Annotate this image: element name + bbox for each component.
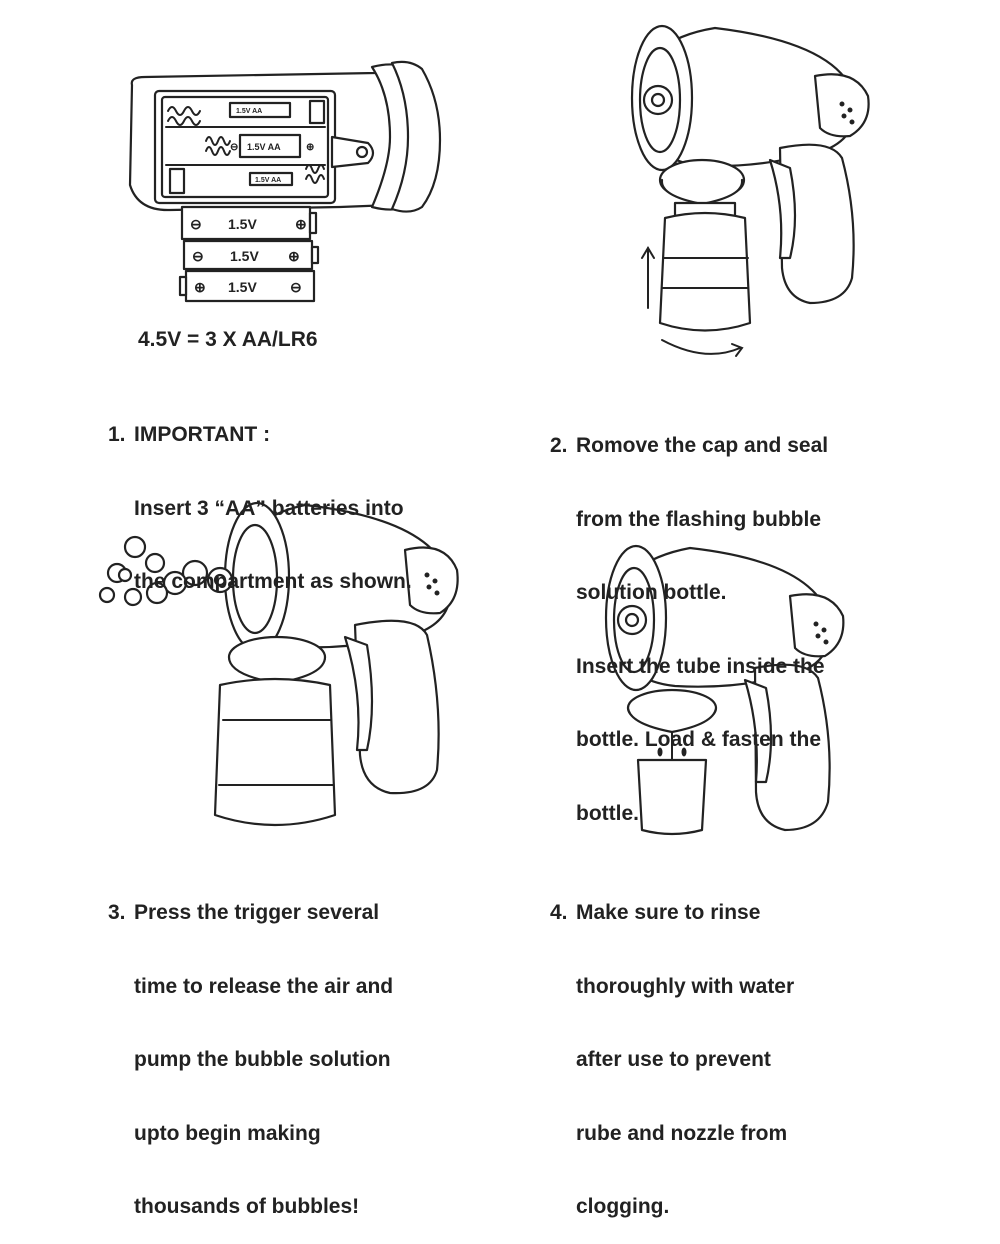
- step-number: 3.: [108, 901, 126, 924]
- step-text-line: pump the bubble solution: [134, 1048, 391, 1071]
- svg-text:⊖: ⊖: [290, 279, 302, 295]
- step-2-instructions: 2. Romove the cap and seal from the flash…: [550, 385, 828, 851]
- step-text-line: solution bottle.: [576, 581, 727, 604]
- step-text-line: Make sure to rinse: [576, 901, 761, 924]
- battery-formula: 4.5V = 3 X AA/LR6: [138, 328, 318, 351]
- step-text-line: bottle. Load & fasten the: [576, 728, 822, 751]
- step-4-instructions: 4. Make sure to rinse thoroughly with wat…: [550, 852, 794, 1244]
- step-text-line: the compartment as shown.: [134, 570, 412, 593]
- press-trigger-illustration: [98, 501, 459, 827]
- svg-text:⊖: ⊖: [192, 248, 204, 264]
- svg-text:1.5V: 1.5V: [228, 279, 257, 295]
- remove-cap-illustration: [630, 24, 870, 357]
- step-text-line: bottle.: [576, 801, 639, 825]
- step-number: 4.: [550, 901, 568, 924]
- svg-text:⊕: ⊕: [295, 216, 307, 232]
- step-text-line: Insert 3 “AA” batteries into: [134, 496, 404, 520]
- step-text-line: upto begin making: [134, 1121, 321, 1145]
- step-1-instructions: 1. IMPORTANT : Insert 3 “AA” batteries in…: [108, 374, 412, 619]
- svg-text:1.5V: 1.5V: [230, 248, 259, 264]
- step-text-line: thousands of bubbles!: [134, 1195, 360, 1218]
- step-text-line: Insert the tube inside the: [576, 654, 825, 678]
- step-number: 2.: [550, 434, 568, 457]
- step-text-line: thoroughly with water: [576, 974, 795, 998]
- step-text-line: after use to prevent: [576, 1048, 771, 1071]
- step-3-instructions: 3. Press the trigger several time to rele…: [108, 852, 393, 1244]
- step-text-line: IMPORTANT :: [134, 423, 271, 446]
- step-text-line: time to release the air and: [134, 974, 394, 998]
- step-text-line: from the flashing bubble: [576, 507, 821, 531]
- svg-text:1.5V AA: 1.5V AA: [247, 142, 281, 152]
- svg-text:⊕: ⊕: [194, 279, 206, 295]
- step-number: 1.: [108, 423, 126, 446]
- battery-compartment-illustration: 1.5V AA ⊖ 1.5V AA ⊕ 1.5V AA ⊖ ⊕ 1.5V ⊖ ⊕…: [128, 60, 442, 303]
- svg-text:1.5V AA: 1.5V AA: [255, 177, 281, 184]
- step-text-line: rube and nozzle from: [576, 1121, 788, 1145]
- svg-text:1.5V AA: 1.5V AA: [236, 108, 262, 115]
- step-text-line: Press the trigger several: [134, 901, 380, 924]
- svg-text:⊕: ⊕: [288, 248, 300, 264]
- svg-text:⊖: ⊖: [230, 142, 238, 153]
- rinse-illustration: [604, 544, 845, 836]
- step-text-line: clogging.: [576, 1195, 670, 1218]
- svg-text:1.5V: 1.5V: [228, 216, 257, 232]
- svg-text:⊕: ⊕: [306, 142, 314, 153]
- svg-text:⊖: ⊖: [190, 216, 202, 232]
- step-text-line: Romove the cap and seal: [576, 434, 829, 457]
